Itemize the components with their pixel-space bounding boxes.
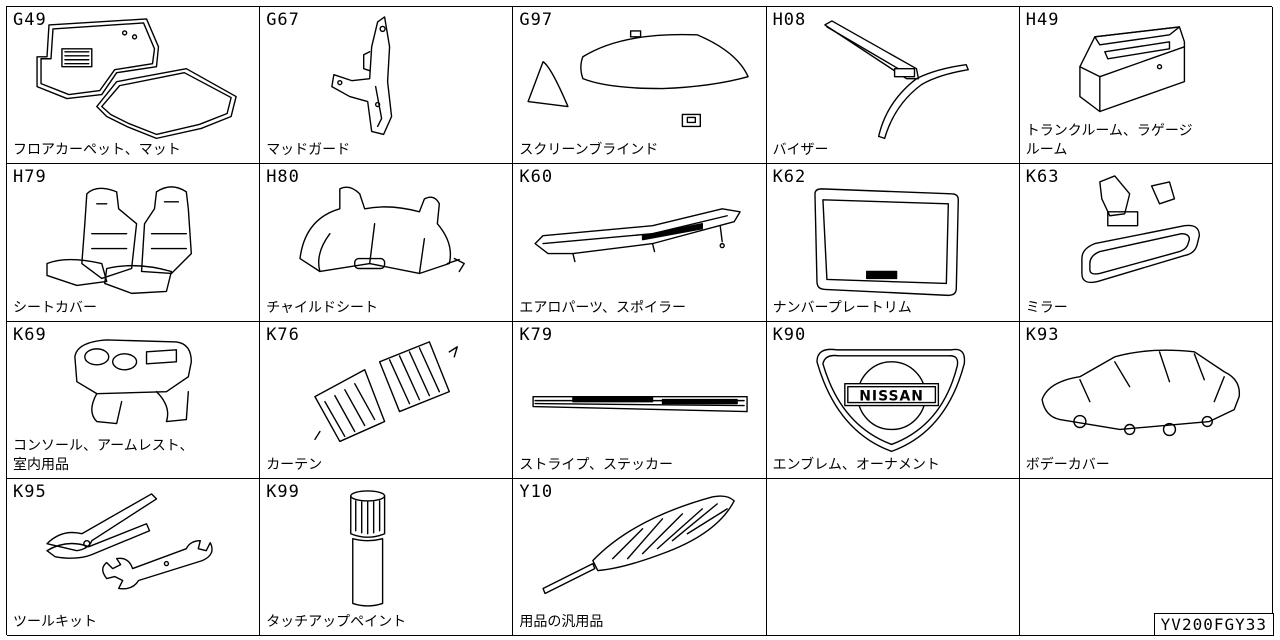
part-label: ストライプ、ステッカー <box>519 456 673 473</box>
trunk-box-icon <box>1078 26 1185 113</box>
part-code: Y10 <box>519 481 554 502</box>
part-label: シートカバー <box>13 299 97 316</box>
empty-cell <box>766 478 1020 636</box>
part-code: K90 <box>772 324 807 345</box>
part-label: エアロパーツ、スポイラー <box>519 299 686 316</box>
plate-rim-icon <box>813 188 959 297</box>
part-cell-y10[interactable]: Y10 用品の汎用品 <box>513 478 767 636</box>
mirror-icon <box>1080 175 1200 284</box>
body-cover-icon <box>1041 349 1240 436</box>
part-label: バイザー <box>772 142 829 159</box>
part-code: K63 <box>1025 167 1060 188</box>
part-cell-g67[interactable]: G67 マッドガード <box>260 7 514 165</box>
seat-cover-icon <box>46 186 193 295</box>
document-id: YV200FGY33 <box>1153 613 1274 636</box>
part-label: エンブレム、オーナメント <box>772 456 940 473</box>
empty-cell <box>1019 478 1273 636</box>
console-icon <box>74 338 193 424</box>
emblem-text: NISSAN <box>859 388 924 404</box>
visor-icon <box>823 20 969 140</box>
part-label: ボデーカバー <box>1025 456 1110 473</box>
part-code: K95 <box>13 481 47 502</box>
part-label: スクリーンブラインド <box>519 142 659 159</box>
part-code: K60 <box>519 167 554 188</box>
part-code: G97 <box>519 10 554 30</box>
tool-kit-icon <box>46 492 213 590</box>
part-cell-k62[interactable]: K62 ナンバープレートリム <box>766 164 1020 322</box>
part-label: ミラー <box>1025 299 1068 316</box>
part-cell-g97[interactable]: G97 スクリーンブラインド <box>513 7 767 165</box>
part-label: カーテン <box>266 456 323 473</box>
part-code: H08 <box>772 10 807 30</box>
parts-index-grid: G49 フロアカーペット、マット G67 マッドガード G97 <box>6 6 1273 636</box>
part-cell-k99[interactable]: K99 タッチアップペイント <box>260 478 514 636</box>
part-code: H79 <box>13 167 47 188</box>
part-cell-k95[interactable]: K95 ツールキット <box>7 478 261 636</box>
stripe-icon <box>532 395 749 412</box>
part-label: トランクルーム、ラゲージ ルーム <box>1025 123 1193 159</box>
spoiler-icon <box>534 208 742 263</box>
part-label: コンソール、アームレスト、 室内用品 <box>13 437 194 473</box>
part-code: K69 <box>13 324 47 345</box>
part-code: K99 <box>266 481 300 502</box>
screen-blind-icon <box>527 30 750 128</box>
part-cell-k79[interactable]: K79 ストライプ、ステッカー <box>513 321 767 479</box>
part-label: タッチアップペイント <box>266 614 407 630</box>
floor-mat-icon <box>36 18 237 140</box>
part-label: マッドガード <box>266 142 351 159</box>
part-cell-h79[interactable]: H79 シートカバー <box>7 164 261 322</box>
part-label: 用品の汎用品 <box>519 614 604 630</box>
part-code: G67 <box>266 10 300 30</box>
part-label: チャイルドシート <box>266 299 379 316</box>
duster-icon <box>542 495 736 594</box>
touch-up-paint-icon <box>350 489 386 607</box>
part-cell-g49[interactable]: G49 フロアカーペット、マット <box>7 7 261 165</box>
part-cell-k90[interactable]: K90 NISSAN エンブレム、オーナメント <box>766 321 1020 479</box>
part-cell-k69[interactable]: K69 コンソール、アームレスト、 室内用品 <box>7 321 261 479</box>
child-seat-icon <box>299 186 466 275</box>
part-cell-h80[interactable]: H80 チャイルドシート <box>260 164 514 322</box>
part-label: ツールキット <box>13 614 97 630</box>
part-code: K62 <box>772 167 807 188</box>
part-cell-h08[interactable]: H08 バイザー <box>766 7 1020 165</box>
part-label: フロアカーペット、マット <box>13 142 181 159</box>
part-code: K79 <box>519 324 554 345</box>
part-code: K93 <box>1025 324 1060 345</box>
part-cell-k76[interactable]: K76 カーテン <box>260 321 514 479</box>
curtain-icon <box>314 340 459 442</box>
part-cell-k60[interactable]: K60 エアロパーツ、スポイラー <box>513 164 767 322</box>
mud-guard-icon <box>331 16 393 136</box>
part-label: ナンバープレートリム <box>772 299 912 316</box>
part-code: H49 <box>1025 10 1060 30</box>
part-code: G49 <box>13 10 47 30</box>
part-code: H80 <box>266 167 300 188</box>
part-cell-k93[interactable]: K93 ボデーカバー <box>1019 321 1273 479</box>
part-code: K76 <box>266 324 300 345</box>
part-cell-h49[interactable]: H49 トランクルーム、ラゲージ ルーム <box>1019 7 1273 165</box>
part-cell-k63[interactable]: K63 ミラー <box>1019 164 1273 322</box>
emblem-icon: NISSAN <box>815 348 965 452</box>
